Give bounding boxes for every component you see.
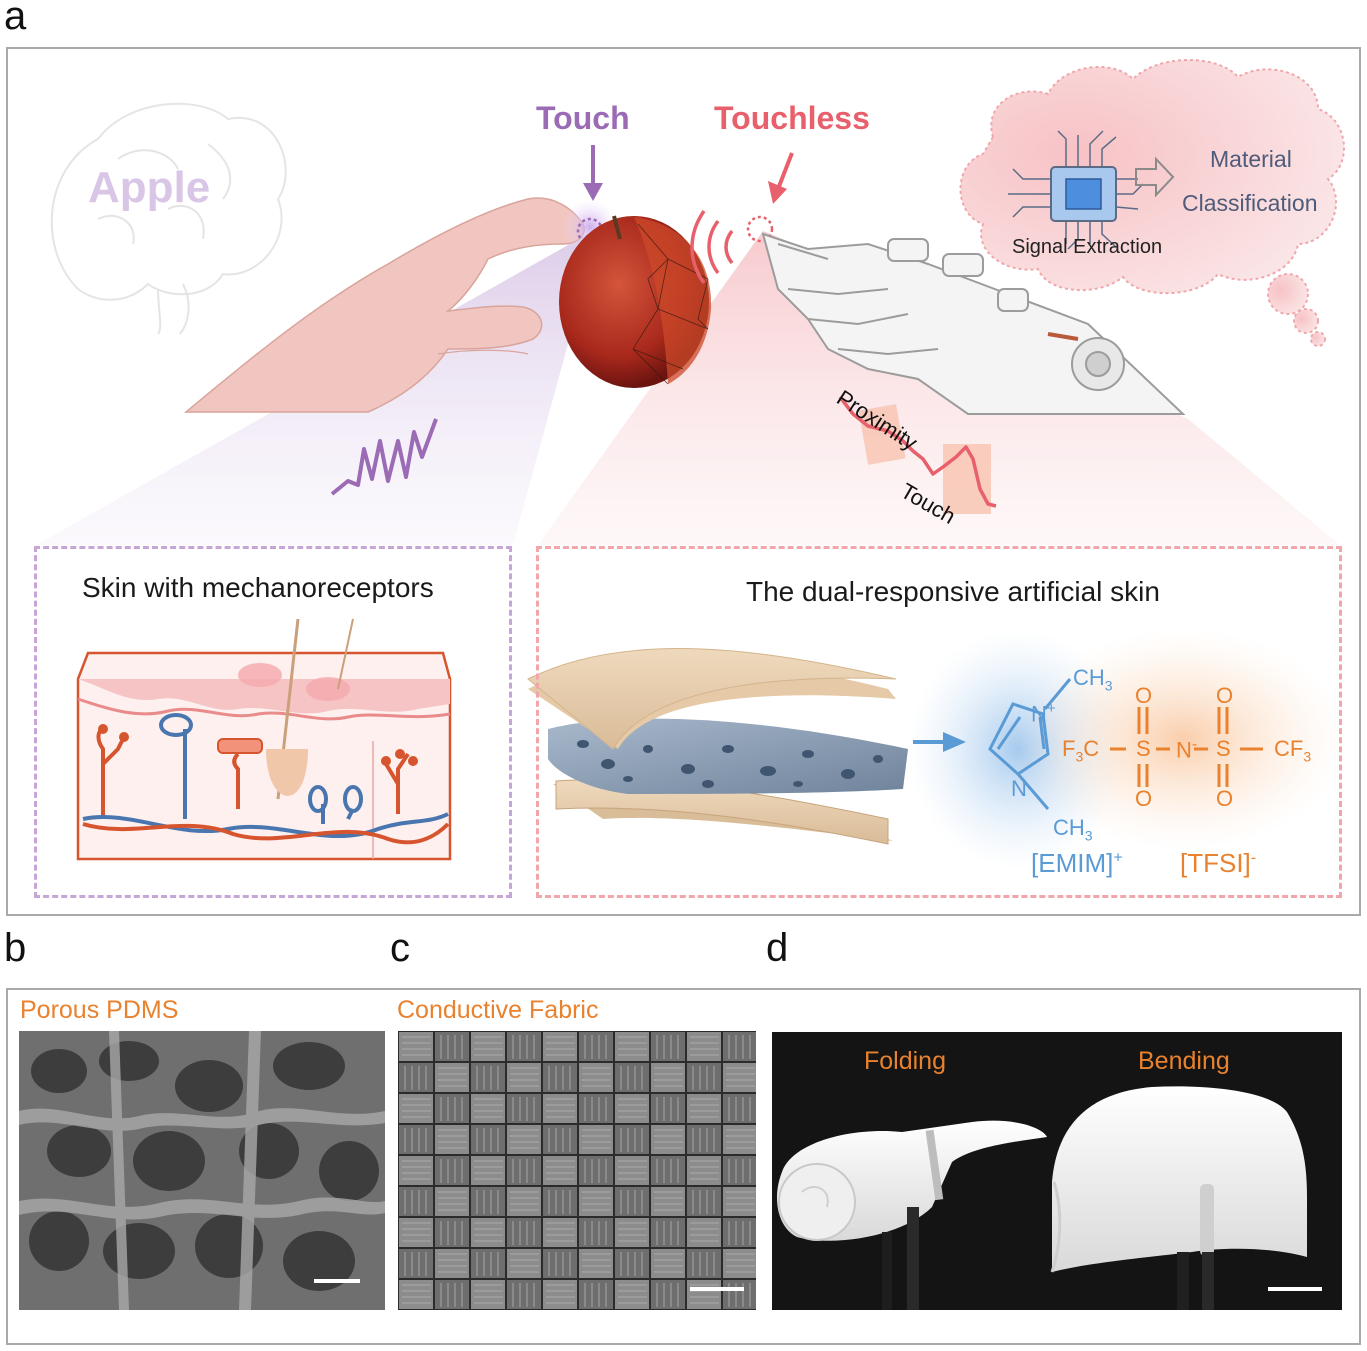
touchless-arrow-icon (768, 152, 794, 204)
chem-n-low: N (1011, 776, 1027, 801)
panel-letter-a: a (4, 0, 27, 38)
emim-label-charge: + (1113, 849, 1123, 867)
tfsi-label-charge: - (1250, 849, 1257, 867)
panel-c-label: Conductive Fabric (397, 996, 599, 1024)
tfsi-label-text: [TFSI] (1180, 848, 1251, 878)
chem-ch3-top-text: CH (1073, 665, 1105, 690)
chem-n-minus-text: N (1176, 737, 1192, 763)
folding-label: Folding (864, 1047, 946, 1075)
artificial-skin-layers (527, 648, 908, 845)
touchless-label: Touchless (714, 100, 870, 136)
cloud-material: Material (1210, 146, 1292, 172)
chem-s-right: S (1216, 736, 1231, 761)
chem-f3c-f: F (1062, 736, 1076, 761)
chem-f3c-c: C (1083, 736, 1100, 761)
skin-box-title: Skin with mechanoreceptors (82, 572, 434, 603)
panel-b-label: Porous PDMS (20, 996, 179, 1024)
scale-bar (1268, 1287, 1322, 1291)
chem-n-plus-charge: + (1046, 700, 1056, 717)
chem-o-top-left: O (1135, 683, 1153, 708)
conductive-fabric-sem-image (398, 1031, 756, 1310)
folding-bending-photo (772, 1032, 1342, 1310)
touch-signal-trace (330, 418, 438, 496)
chem-ch3-top: CH3 (1073, 665, 1113, 693)
touchless-point-marker (746, 215, 774, 243)
human-hand-illustration (183, 197, 585, 413)
chem-s-left: S (1136, 736, 1151, 761)
chem-o-bottom-right: O (1216, 786, 1234, 811)
emim-label: [EMIM]+ (1031, 848, 1123, 879)
touch-label: Touch (536, 100, 630, 136)
tfsi-label: [TFSI]- (1180, 848, 1256, 879)
chem-o-top-right: O (1216, 683, 1234, 708)
chem-ch3-bottom: CH3 (1053, 815, 1093, 843)
chem-n-plus: N+ (1031, 700, 1056, 727)
apple-illustration (559, 215, 712, 388)
proximity-touch-signal (838, 395, 997, 514)
artificial-skin-box-title: The dual-responsive artificial skin (746, 576, 1160, 607)
chem-cf3: CF3 (1274, 736, 1311, 764)
chem-f3c: F3C (1062, 736, 1099, 764)
emim-label-text: [EMIM] (1031, 848, 1114, 878)
robot-hand-illustration (761, 232, 1186, 415)
blue-right-arrow-icon (913, 732, 966, 752)
panel-letter-c: c (390, 926, 410, 970)
chip-icon (1008, 130, 1144, 250)
skin-mechanoreceptors-box (34, 546, 512, 898)
hollow-arrow-icon (1135, 156, 1175, 198)
cloud-classification: Classification (1182, 190, 1318, 216)
tfsi-glow (1018, 629, 1348, 849)
scale-bar (690, 1287, 744, 1291)
cloud-signal-extraction: Signal Extraction (1012, 236, 1163, 258)
tfsi-structure (1110, 707, 1263, 787)
chem-f3c-sub: 3 (1075, 748, 1084, 765)
porous-pdms-sem-image (19, 1031, 385, 1310)
chem-ch3-top-sub: 3 (1104, 677, 1113, 694)
touchless-wave-icon (690, 210, 734, 285)
panel-letter-d: d (766, 926, 789, 970)
panel-a-illustration (36, 59, 1348, 869)
chem-cf3-sub: 3 (1303, 748, 1312, 765)
thought-cloud (959, 59, 1345, 347)
emim-structure (988, 678, 1072, 810)
artificial-skin-box (536, 546, 1342, 898)
skin-block-illustration (76, 618, 452, 861)
panel-letter-b: b (4, 926, 27, 970)
brain-illustration (50, 102, 287, 335)
panel-bcd-frame (6, 988, 1361, 1345)
scale-bar (314, 1279, 360, 1283)
chem-n-minus-charge: - (1191, 736, 1198, 753)
brain-apple-word: Apple (88, 163, 211, 212)
bending-label: Bending (1138, 1047, 1230, 1075)
chem-cf3-text: CF (1274, 736, 1304, 761)
chem-ch3-bottom-text: CH (1053, 815, 1085, 840)
chem-n-plus-text: N (1031, 701, 1047, 727)
chem-n-minus: N- (1176, 736, 1197, 763)
panel-a-frame (6, 47, 1361, 916)
chem-o-bottom-left: O (1135, 786, 1153, 811)
chem-ch3-bottom-sub: 3 (1084, 827, 1093, 844)
touch-arrow-icon (583, 145, 603, 201)
